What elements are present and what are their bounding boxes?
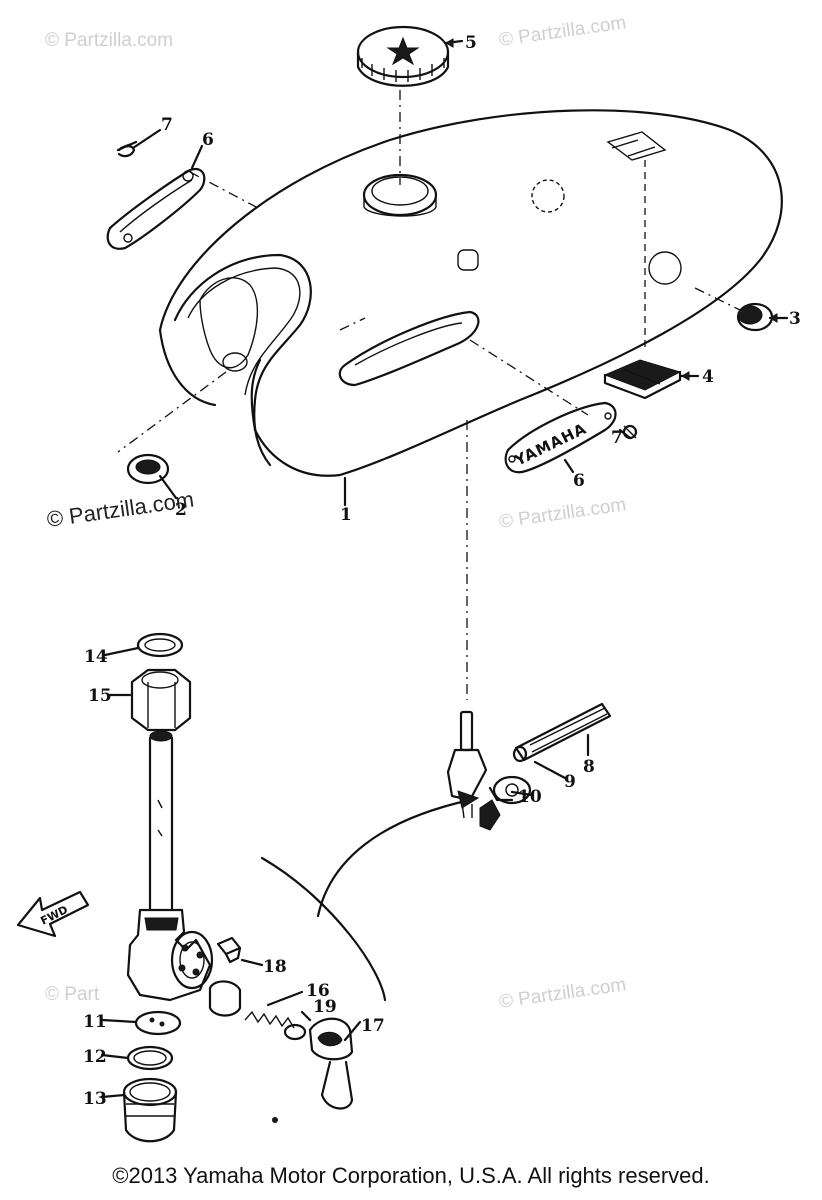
callout-11: 11	[83, 1012, 107, 1032]
callout-16: 16	[306, 981, 330, 1001]
fuel-strainer	[512, 702, 612, 763]
watermark: © Partzilla.com	[498, 12, 628, 51]
callout-15: 15	[88, 686, 112, 706]
watermark: © Part	[45, 984, 100, 1005]
fuel-cock-assembly	[446, 710, 532, 831]
callout-14: 14	[84, 647, 108, 667]
emblem-right: YAMAHA	[504, 401, 617, 474]
damper-pad	[603, 359, 682, 400]
callout-17: 17	[361, 1016, 385, 1036]
callout-7: 7	[161, 115, 173, 135]
screw-left	[116, 140, 138, 158]
emblem-left	[106, 167, 206, 250]
detail-arrow	[260, 790, 480, 1002]
fuel-tank	[158, 109, 783, 477]
callout-6: 6	[202, 130, 214, 150]
callout-labels: 1 2 3 4 5 6 6 7 7 8 9 10 11 12 13 14 15 …	[83, 33, 801, 1109]
callout-6: 6	[573, 471, 585, 491]
callout-10: 10	[518, 787, 542, 807]
callout-5: 5	[465, 33, 477, 53]
callout-12: 12	[83, 1047, 107, 1067]
callout-9: 9	[564, 772, 576, 792]
damper-front	[126, 453, 170, 485]
fwd-label: FWD	[38, 903, 70, 928]
fuel-cock-exploded	[122, 632, 354, 1143]
screw-right	[622, 424, 638, 440]
callout-18: 18	[263, 957, 287, 977]
leader-lines	[100, 38, 789, 1099]
damper-rear	[736, 302, 774, 332]
callout-19: 19	[313, 997, 337, 1017]
callout-8: 8	[583, 757, 595, 777]
callout-2: 2	[175, 500, 187, 520]
callout-13: 13	[83, 1089, 107, 1109]
callout-7: 7	[611, 428, 623, 448]
fwd-arrow: FWD	[16, 890, 90, 938]
callout-3: 3	[789, 309, 801, 329]
fuel-cap	[356, 25, 450, 87]
assembly-lines	[117, 90, 741, 700]
watermark: © Partzilla.com	[45, 30, 173, 51]
copyright-footer: ©2013 Yamaha Motor Corporation, U.S.A. A…	[112, 1163, 710, 1188]
callout-1: 1	[340, 505, 352, 525]
watermark: © Partzilla.com	[498, 974, 628, 1013]
watermark: © Partzilla.com	[498, 494, 628, 533]
callout-4: 4	[702, 367, 714, 387]
